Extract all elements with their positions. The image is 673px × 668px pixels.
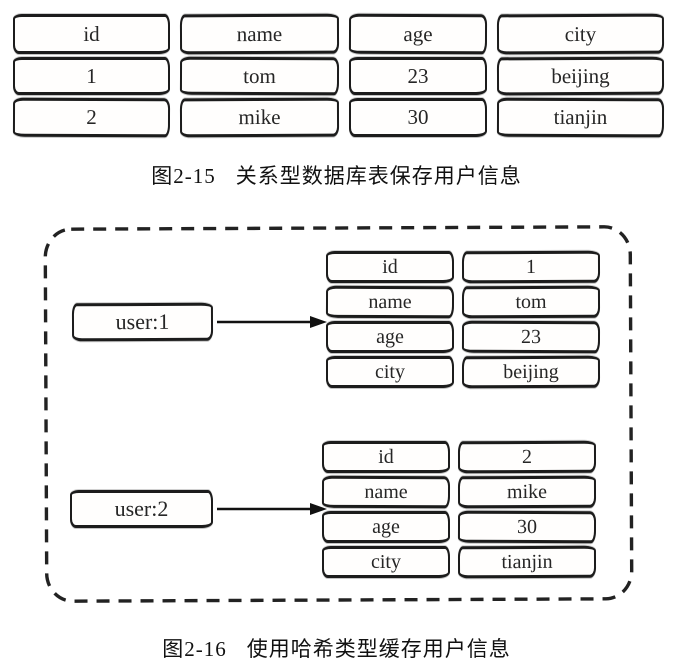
hash-field-value-cell: 1: [461, 250, 601, 284]
figure-caption-2-15: 图2-15 关系型数据库表保存用户信息: [0, 160, 673, 190]
table-header-cell: name: [179, 13, 340, 55]
hash-table-user2: id 2 name mike age 30 city tianjin: [321, 440, 597, 579]
hash-field-value-cell: 30: [457, 510, 597, 544]
hash-field-name-cell: id: [322, 441, 450, 473]
hash-table-user1: id 1 name tom age 23 city beijing: [325, 250, 601, 389]
redis-key-box: user:2: [70, 490, 213, 528]
table-cell: 23: [349, 57, 487, 95]
hash-field-name-cell: name: [321, 475, 451, 509]
hash-field-value-cell: tom: [461, 285, 601, 319]
table-header-cell: id: [13, 14, 170, 54]
hash-field-name-cell: age: [326, 321, 454, 353]
table-cell: 1: [13, 57, 170, 95]
hash-field-name-cell: city: [326, 356, 454, 388]
hash-field-value-cell: 23: [461, 320, 601, 354]
figure-caption-label: 图2-15: [151, 164, 216, 188]
figure-caption-2-16: 图2-16 使用哈希类型缓存用户信息: [0, 633, 673, 663]
redis-key-box: user:1: [71, 302, 214, 342]
table-cell: beijing: [496, 56, 665, 96]
table-cell: 30: [349, 98, 487, 137]
hash-field-name-cell: name: [325, 285, 455, 319]
figure-caption-text: 关系型数据库表保存用户信息: [235, 164, 522, 188]
table-header-cell: city: [496, 13, 665, 55]
hash-field-value-cell: mike: [457, 475, 597, 509]
redis-key-label: user:2: [114, 496, 169, 521]
table-cell: mike: [179, 97, 340, 138]
hash-field-name-cell: age: [322, 511, 450, 543]
arrow-right-icon: [217, 503, 327, 515]
table-header-cell: age: [348, 13, 488, 55]
dashed-boundary-outline: [43, 225, 634, 603]
table-cell: tianjin: [496, 97, 665, 138]
arrow-right-icon: [217, 316, 327, 328]
hash-field-value-cell: 2: [457, 440, 597, 474]
figure-caption-label: 图2-16: [162, 637, 227, 661]
table-cell: 2: [12, 97, 171, 138]
figure-caption-text: 使用哈希类型缓存用户信息: [246, 637, 511, 661]
relational-table: id name age city 1 tom 23 beijing 2 mike…: [12, 13, 665, 138]
dashed-boundary: [42, 223, 636, 606]
hash-field-name-cell: city: [322, 546, 450, 578]
hash-field-name-cell: id: [326, 251, 454, 283]
redis-key-label: user:1: [115, 308, 170, 335]
table-cell: tom: [179, 56, 340, 96]
hash-field-value-cell: beijing: [461, 355, 601, 389]
hash-field-value-cell: tianjin: [457, 545, 597, 579]
